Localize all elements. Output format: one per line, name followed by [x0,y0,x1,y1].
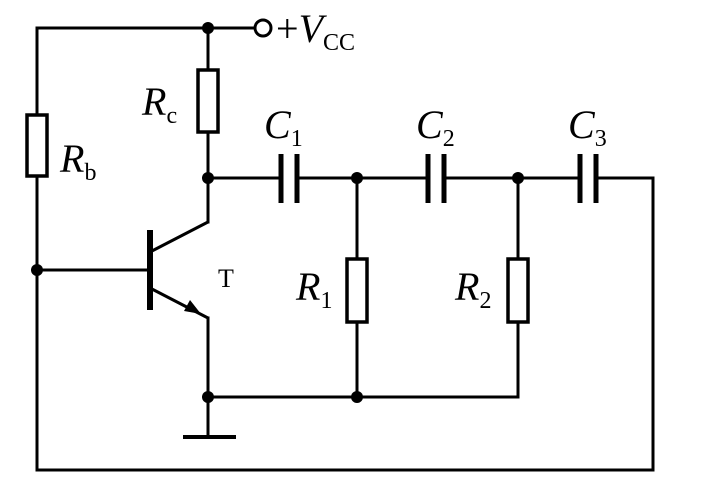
wires [35,26,655,472]
capacitor-c2 [425,154,447,203]
label-transistor: T [218,264,234,293]
junction-dot [31,264,43,276]
supply-symbol: V [299,6,328,51]
resistor-rc [196,68,220,134]
label-c2: C2 [416,102,455,152]
label-c1-symbol: C [264,102,292,147]
label-r2-subscript: 2 [479,288,491,314]
junction-dot [512,172,524,184]
label-rb: Rb [59,136,96,186]
supply-label: +VCC [276,6,355,56]
resistor-r2 [506,257,530,324]
label-c3-symbol: C [568,102,596,147]
label-rc: Rc [141,79,177,129]
label-c3-subscript: 3 [595,126,607,152]
transistor-emitter-arrow [184,300,201,314]
junction-dot [351,391,363,403]
capacitor-c3 [577,154,599,203]
label-c1-subscript: 1 [291,126,303,152]
label-rb-subscript: b [84,160,96,186]
wire-feedback-bottom [35,176,655,472]
label-r1: R1 [295,264,332,314]
transistor-collector-lead [149,220,209,254]
label-r1-subscript: 1 [320,288,332,314]
label-c2-subscript: 2 [443,126,455,152]
label-rc-subscript: c [166,103,177,129]
junction-dot [202,172,214,184]
junction-dot [202,391,214,403]
junction-dot [202,22,214,34]
label-c2-symbol: C [416,102,444,147]
supply-subscript: CC [323,30,355,56]
capacitor-c1 [278,154,300,203]
label-c1: C1 [264,102,303,152]
junctions [31,22,524,403]
label-c3: C3 [568,102,607,152]
label-r2-symbol: R [454,264,479,309]
label-r2: R2 [454,264,491,314]
junction-dot [351,172,363,184]
label-rc-symbol: R [141,79,166,124]
transistor-npn [147,220,209,320]
resistor-rb [25,113,49,178]
label-rb-symbol: R [59,136,84,181]
supply-terminal [253,18,273,38]
label-r1-symbol: R [295,264,320,309]
resistor-r1 [345,257,369,324]
supply-sign: + [276,6,299,51]
